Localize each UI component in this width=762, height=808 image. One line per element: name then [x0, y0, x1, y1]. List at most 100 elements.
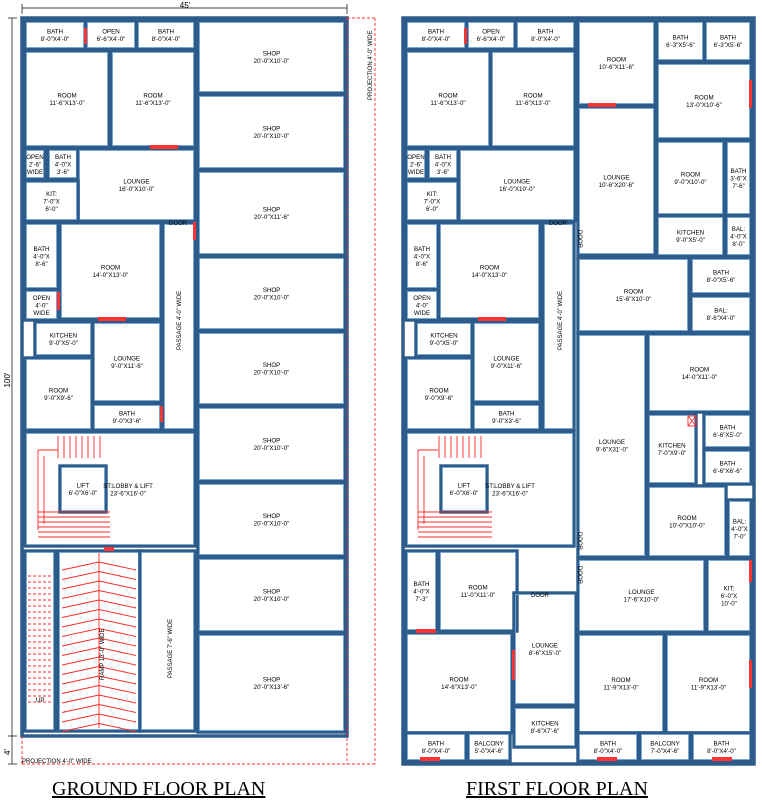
kitchen-small [23, 179, 80, 223]
f-bal-1-label-line-0: BAL: [732, 226, 746, 233]
f-bath-7-label-line-0: BATH [428, 740, 444, 747]
wall-inner-line [199, 484, 344, 555]
wall-inner-line [138, 22, 194, 48]
opening [193, 222, 196, 240]
wall-inner-line [199, 408, 344, 480]
room-1-label-line-1: 11'-6"X13'-0" [49, 100, 84, 107]
kitchen-small-label-line-0: KIT: [46, 191, 57, 198]
f-room-4-label-line-1: 9'-0"X9'-6" [425, 395, 454, 402]
wall-inner-line [729, 501, 750, 556]
shop-7-label-line-0: SHOP [263, 513, 281, 520]
bath-1-label-line-1: 8'-0"X4'-0" [41, 36, 70, 43]
wall-inner-line [407, 150, 425, 178]
f-lounge-4-label-line-0: LOUNGE [603, 174, 629, 181]
f-bath-8-label-line-1: 6'-3"X5'-6" [666, 42, 695, 49]
open-3-label-line-2: WIDE [33, 310, 49, 317]
shop-6-label-line-1: 20'-0"X10'-0" [254, 445, 290, 452]
f-open-2-label-line-2: WIDE [408, 169, 424, 176]
room-2-label-line-1: 11'-6"X13'-0" [135, 100, 170, 107]
f-lounge-2-label-line-0: LOUNGE [493, 355, 519, 362]
f-room-2-label-line-1: 11'-6"X13'-0" [515, 100, 550, 107]
f-kitchen-4-label-line-1: 7'-0"X9'-0" [658, 450, 687, 457]
opening [749, 560, 752, 582]
shop-2-label-line-1: 20'-0"X10'-0" [254, 133, 290, 140]
wall-inner-line [515, 708, 575, 746]
first-door-vertical-label: DOOR [576, 230, 582, 249]
depth-dimension: 100' [3, 372, 12, 387]
bath-5-label-line-0: BATH [119, 410, 135, 417]
f-lounge-5-label-line-1: 9'-6"X31'-0" [596, 446, 628, 453]
f-lobby-label-line-1: 23'-6"X16'-0" [492, 491, 528, 498]
f-kitchen-1-label-line-0: KITCHEN [430, 332, 457, 339]
wall-inner-line [649, 487, 725, 556]
shop-9-label-line-0: SHOP [263, 676, 281, 683]
f-bath-7-label-line-1: 8'-0"X4'-0" [422, 748, 451, 755]
shop-8-label-line-0: SHOP [263, 588, 281, 595]
opening [98, 317, 126, 321]
f-kit-1-label-line-1: 7'-0"X [424, 198, 440, 205]
bath-1-label-line-0: BATH [47, 28, 63, 35]
opening [416, 629, 436, 633]
f-lobby-label-line-0: ST:LOBBY & LIFT [485, 483, 535, 490]
wall-inner-line [460, 150, 574, 220]
wall-inner-line [199, 22, 344, 92]
shop-1-label-line-1: 20'-0"X10'-0" [254, 58, 290, 65]
wall-inner-line [407, 224, 437, 288]
f-lounge-4 [576, 105, 657, 257]
passage-top-label: PASSAGE 4'-0" WIDE [177, 291, 183, 350]
wall-inner-line [407, 291, 437, 319]
f-room-2 [489, 49, 577, 149]
wall-inner-line [579, 560, 704, 631]
f-room-13-label-line-1: 11'-9"X13'-0" [603, 684, 638, 691]
opening [57, 292, 60, 310]
wall-inner-line [440, 552, 516, 630]
f-kitchen-2 [512, 705, 578, 749]
wall-inner-line [442, 467, 486, 511]
f-kitchen-4-label-line-0: KITCHEN [658, 442, 685, 449]
wall-inner-line [579, 22, 654, 104]
wall-inner-line [407, 52, 489, 146]
f-bath-15-label-line-0: BATH [713, 740, 729, 747]
f-room-13-label-line-0: ROOM [611, 677, 630, 684]
wall-inner-line [692, 259, 750, 293]
wall-inner-line [649, 335, 750, 411]
kitchen-small-label-line-2: 6'-0" [45, 206, 57, 213]
f-room-4-label-line-0: ROOM [429, 387, 448, 394]
f-kitchen-2-label-line-0: KITCHEN [531, 720, 558, 727]
f-kitchen-3 [655, 214, 726, 258]
f-bal-2 [689, 294, 753, 334]
passage-bottom [138, 549, 197, 733]
lounge-1-label-line-1: 16'-0"X10'-0" [119, 186, 155, 193]
f-lobby [404, 430, 576, 548]
f-bath-4-label-line-0: BATH [414, 246, 430, 253]
f-kit-2-label-line-0: KIT: [724, 585, 735, 592]
lobby-label-line-0: ST:LOBBY & LIFT [103, 483, 153, 490]
f-room-12-label-line-0: ROOM [677, 515, 696, 522]
wall-inner-line [94, 323, 160, 401]
shop-2-label-line-0: SHOP [263, 125, 281, 132]
opening [104, 547, 114, 551]
wall-inner-line [474, 323, 539, 401]
shop-6 [196, 405, 347, 483]
f-lift-label-line-0: LIFT [458, 482, 471, 489]
